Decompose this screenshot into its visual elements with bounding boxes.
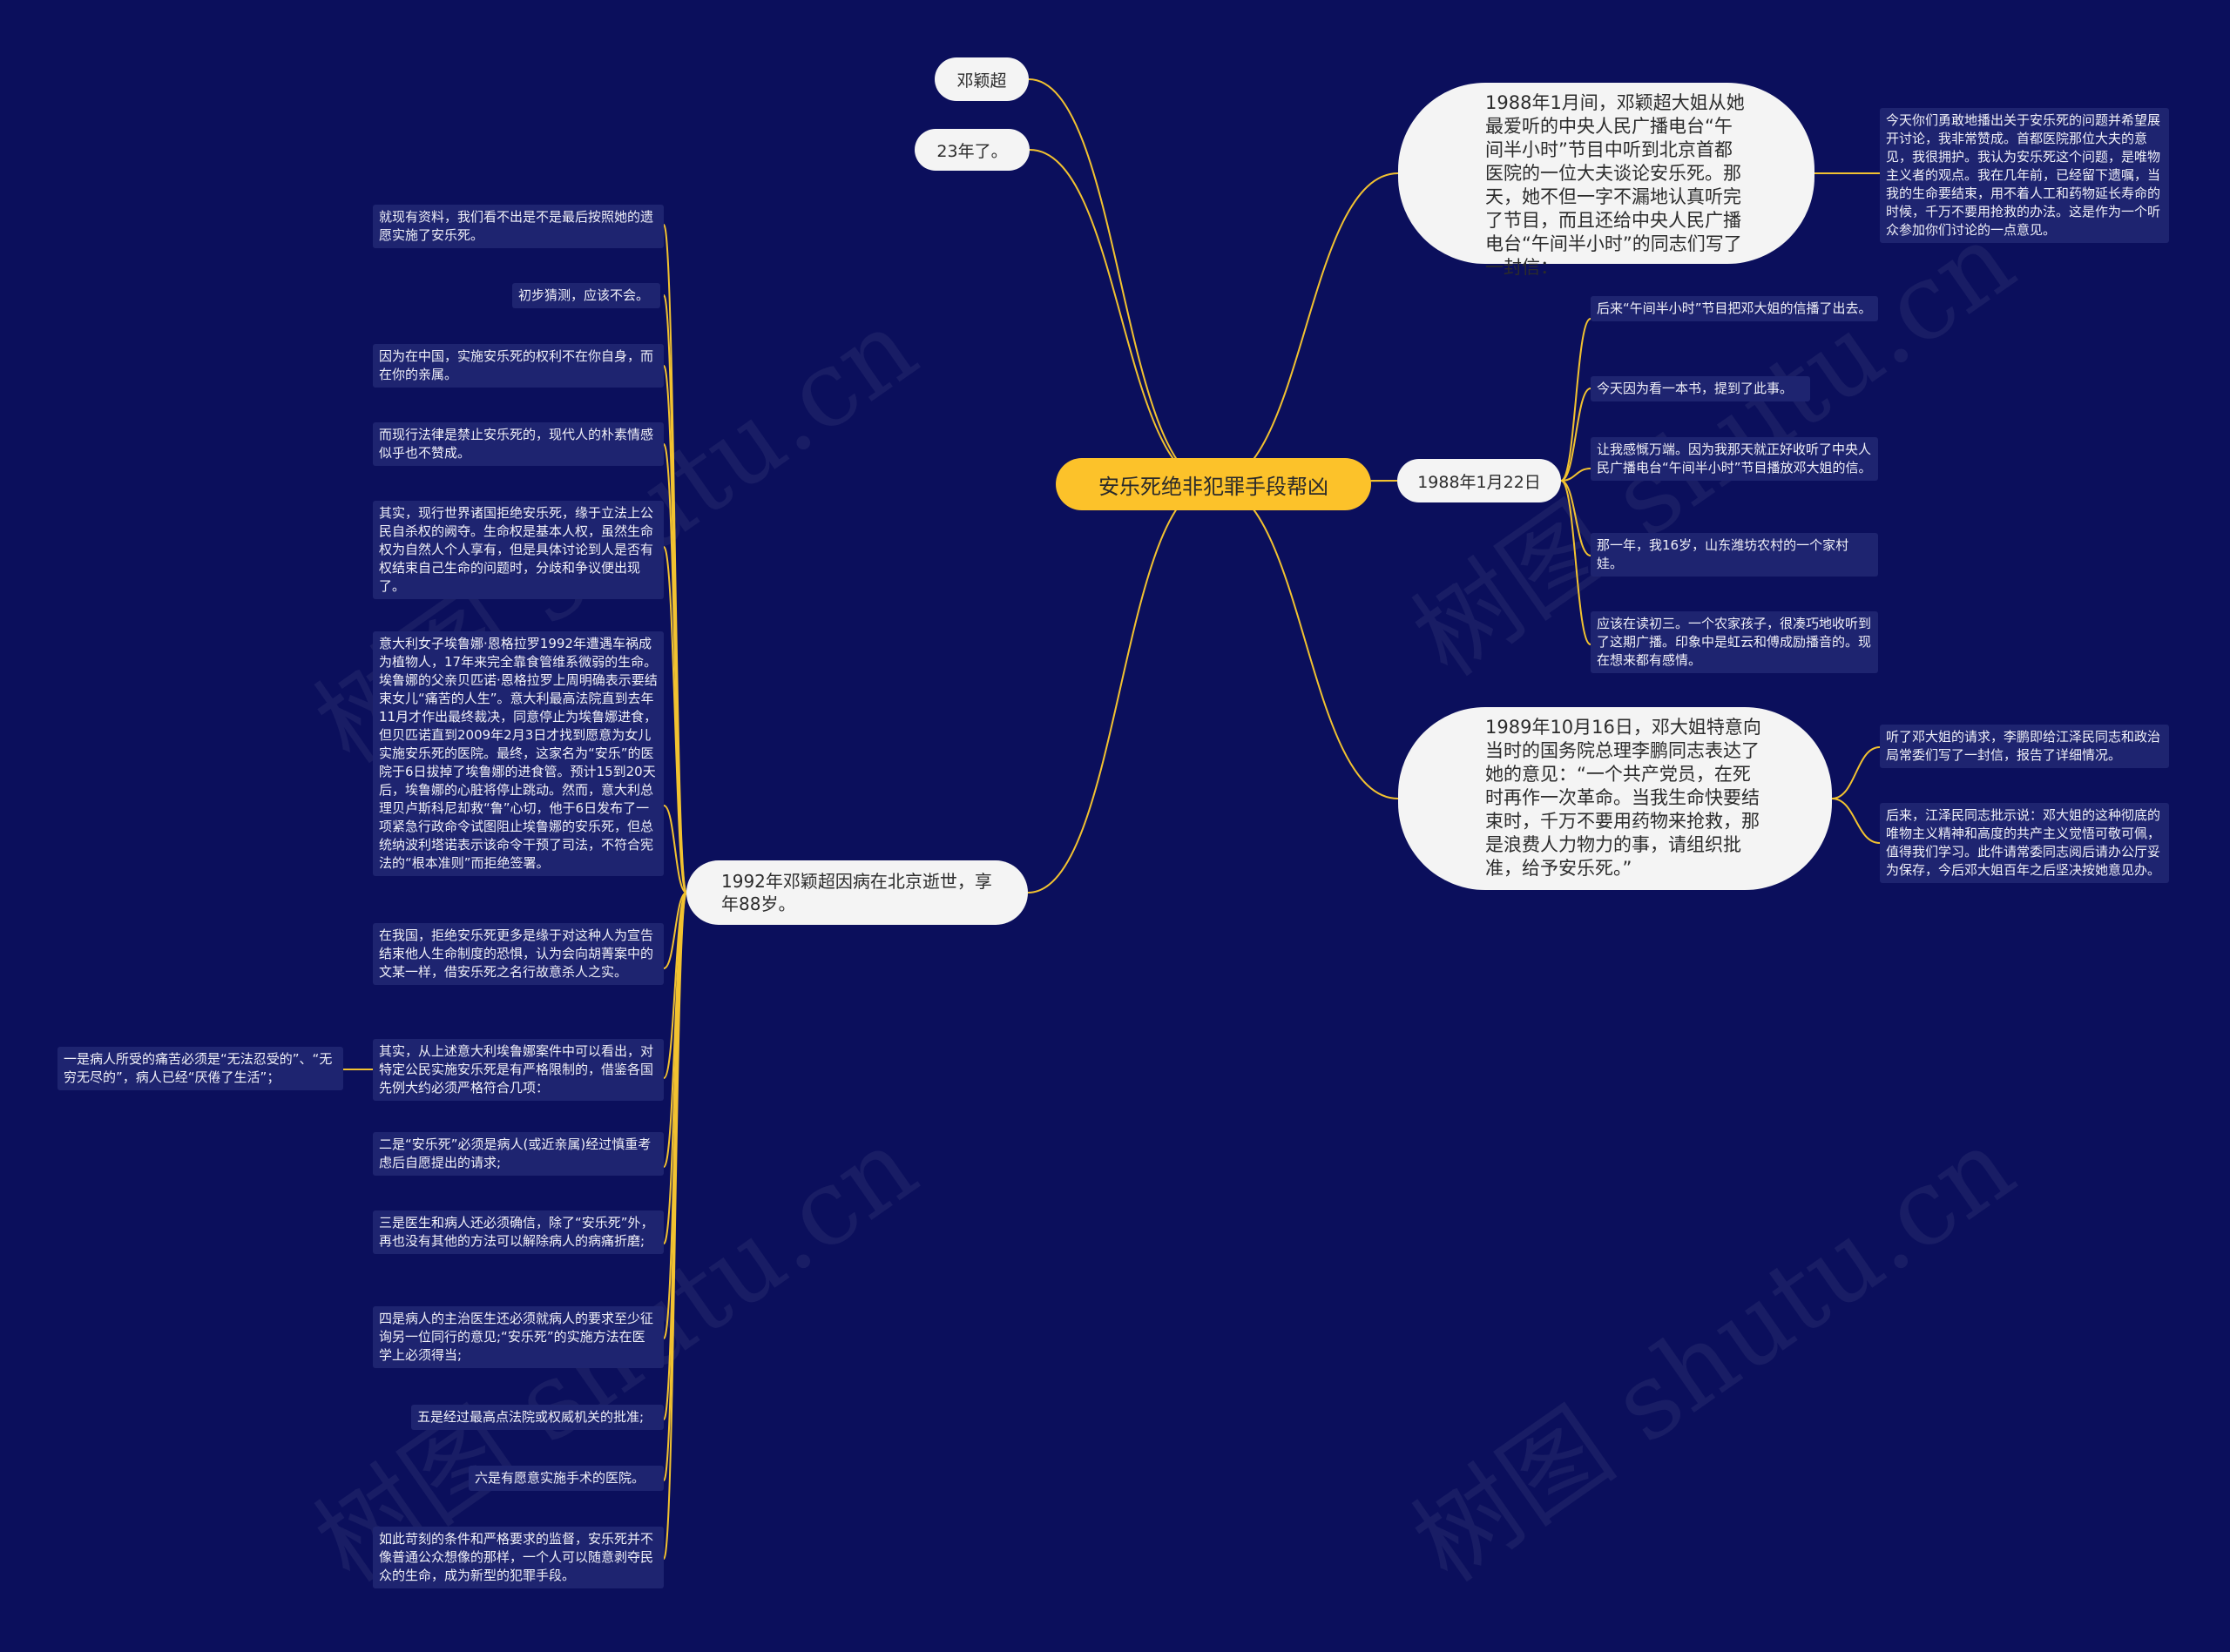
leaf-1992-11: 四是病人的主治医生还必须就病人的要求至少征询另一位同行的意见;“安乐死”的实施方… [373, 1306, 664, 1368]
connector-line [1560, 388, 1591, 482]
leaf-1992-3: 因为在中国，实施安乐死的权利不在你自身，而在你的亲属。 [373, 344, 664, 388]
leaf-1992-6: 意大利女子埃鲁娜·恩格拉罗1992年遭遇车祸成为植物人，17年来完全靠食管维系微… [373, 631, 664, 876]
leaf-1992-12: 五是经过最高点法院或权威机关的批准; [411, 1405, 664, 1430]
leaf-letter: 今天你们勇敢地播出关于安乐死的问题并希望展开讨论，我非常赞成。首都医院那位大夫的… [1880, 108, 2169, 243]
leaf-1992-9: 二是“安乐死”必须是病人(或近亲属)经过慎重考虑后自愿提出的请求; [373, 1132, 664, 1176]
connector-line [1029, 149, 1213, 485]
leaf-1992-10: 三是医生和病人还必须确信，除了“安乐死”外，再也没有其他的方法可以解除病人的病痛… [373, 1210, 664, 1254]
connector-line [1560, 480, 1591, 645]
leaf-1992-13: 六是有愿意实施手术的医院。 [469, 1466, 664, 1491]
leaf-1989-2: 后来，江泽民同志批示说：邓大姐的这种彻底的唯物主义精神和高度的共产主义觉悟可敬可… [1880, 803, 2169, 883]
leaf-1992-4: 而现行法律是禁止安乐死的，现代人的朴素情感似乎也不赞成。 [373, 422, 664, 466]
topic-1988-jan-22[interactable]: 1988年1月22日 [1397, 459, 1561, 502]
leaf-1992-7: 在我国，拒绝安乐死更多是缘于对这种人为宣告结束他人生命制度的恐惧，认为会向胡菁案… [373, 923, 664, 985]
leaf-jan22-3: 让我感慨万端。因为我那天就正好收听了中央人民广播电台“午间半小时”节目播放邓大姐… [1591, 437, 1878, 481]
leaf-jan22-5: 应该在读初三。一个农家孩子，很凑巧地收听到了这期广播。印象中是虹云和傅成励播音的… [1591, 611, 1878, 673]
connector-line [663, 892, 687, 969]
connector-line [663, 365, 687, 893]
connector-line [663, 546, 687, 893]
connector-line [1831, 798, 1881, 844]
leaf-condition-1: 一是病人所受的痛苦必须是“无法忍受的”、“无穷无尽的”，病人已经“厌倦了生活”； [57, 1047, 343, 1090]
connector-line [1560, 480, 1591, 556]
connector-line [1560, 468, 1591, 482]
connector-line [1831, 746, 1881, 799]
leaf-1992-5: 其实，现行世界诸国拒绝安乐死，缘于立法上公民自杀权的阙夺。生命权是基本人权，虽然… [373, 501, 664, 599]
leaf-jan22-2: 今天因为看一本书，提到了此事。 [1591, 376, 1810, 401]
connector-line [1212, 483, 1399, 799]
leaf-1992-14: 如此苛刻的条件和严格要求的监督，安乐死并不像普通公众想像的那样，一个人可以随意剥… [373, 1527, 664, 1588]
leaf-1992-8: 其实，从上述意大利埃鲁娜案件中可以看出，对特定公民实施安乐死是有严格限制的，借鉴… [373, 1039, 664, 1101]
topic-1988-january[interactable]: 1988年1月间，邓颖超大姐从她最爱听的中央人民广播电台“午间半小时”节目中听到… [1398, 83, 1814, 278]
connector-line [1028, 78, 1213, 485]
leaf-jan22-4: 那一年，我16岁，山东潍坊农村的一个家村娃。 [1591, 533, 1878, 577]
connector-line [663, 805, 687, 893]
connector-line [1560, 318, 1591, 482]
connector-line [1212, 172, 1399, 485]
leaf-1992-1: 就现有资料，我们看不出是不是最后按照她的遗愿实施了安乐死。 [373, 205, 664, 248]
connector-line [1027, 483, 1213, 893]
leaf-1989-1: 听了邓大姐的请求，李鹏即给江泽民同志和政治局常委们写了一封信，报告了详细情况。 [1880, 725, 2169, 768]
topic-deng-yingchao[interactable]: 邓颖超 [935, 57, 1029, 101]
topic-23-years[interactable]: 23年了。 [915, 129, 1030, 171]
topic-1989-october[interactable]: 1989年10月16日，邓大姐特意向当时的国务院总理李鹏同志表达了她的意见：“一… [1398, 707, 1832, 890]
leaf-1992-2: 初步猜测，应该不会。 [512, 283, 660, 308]
topic-1992[interactable]: 1992年邓颖超因病在北京逝世，享年88岁。 [686, 860, 1028, 925]
leaf-jan22-1: 后来“午间半小时”节目把邓大姐的信播了出去。 [1591, 296, 1878, 321]
connector-line [663, 892, 687, 1560]
root-topic[interactable]: 安乐死绝非犯罪手段帮凶 [1056, 458, 1371, 510]
